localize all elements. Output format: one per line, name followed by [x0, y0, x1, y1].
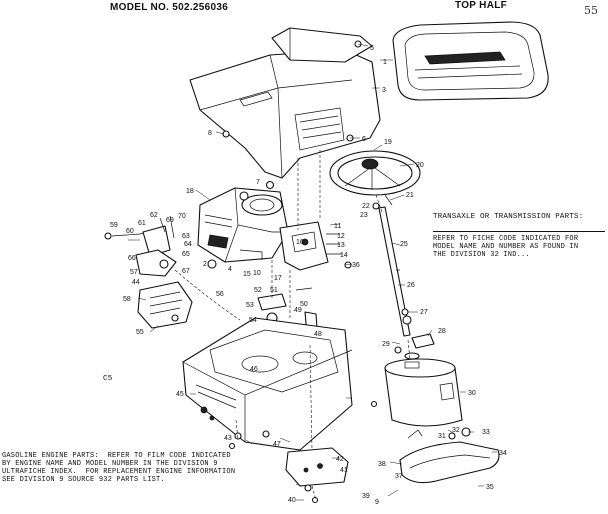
leader-lines	[128, 43, 497, 501]
callout-57: 57	[130, 269, 138, 276]
hardware-bits	[104, 40, 471, 504]
callout-55: 55	[136, 329, 144, 336]
callout-70: 70	[178, 213, 186, 220]
callout-59: 59	[110, 222, 118, 229]
callout-5: 5	[370, 45, 374, 52]
transaxle-note-title: TRANSAXLE OR TRANSMISSION PARTS:	[433, 213, 584, 221]
callout-40: 40	[288, 497, 296, 504]
steering-pedestal-part	[384, 352, 463, 427]
section-title: TOP HALF	[455, 0, 508, 11]
callout-36: 36	[352, 262, 360, 269]
hood-panel-part	[189, 49, 381, 179]
callout-25: 25	[400, 241, 408, 248]
model-number: MODEL NO. 502.256036	[110, 2, 229, 13]
callout-52: 52	[254, 287, 262, 294]
engine-mount-bracket-part	[279, 221, 342, 271]
callout-56: 56	[216, 291, 224, 298]
callout-54: 54	[249, 317, 257, 324]
callout-64: 64	[184, 241, 192, 248]
callout-7: 7	[256, 179, 260, 186]
callout-60: 60	[126, 228, 134, 235]
callout-63: 63	[182, 233, 190, 240]
callout-11: 11	[334, 223, 341, 230]
callout-16: 16	[296, 239, 304, 246]
callout-66: 66	[128, 255, 136, 262]
callout-1: 1	[383, 59, 387, 66]
callout-58: 58	[123, 296, 131, 303]
callout-8: 8	[208, 130, 212, 137]
callout-46: 46	[250, 366, 258, 373]
frame-part	[182, 317, 353, 451]
callout-38: 38	[378, 461, 386, 468]
seat-part	[392, 21, 549, 101]
callout-62: 62	[150, 212, 158, 219]
callout-21: 21	[406, 192, 414, 199]
callout-69: 69	[166, 217, 174, 224]
callout-12: 12	[337, 233, 345, 240]
callout-labels: 1 2 3 4 5 6 7 8 9 10 11 12 13 14 15 16 1…	[110, 45, 507, 506]
callout-41: 41	[340, 467, 348, 474]
front-bumper-part	[399, 429, 500, 484]
callout-37: 37	[395, 473, 403, 480]
callout-2: 2	[203, 261, 207, 268]
callout-32: 32	[452, 427, 460, 434]
callout-19: 19	[384, 139, 392, 146]
engine-note-body: GASOLINE ENGINE PARTS: REFER TO FILM COD…	[2, 452, 236, 484]
callout-10: 10	[253, 270, 261, 277]
callout-9: 9	[375, 499, 379, 506]
throttle-linkage-part	[111, 215, 193, 329]
callout-45: 45	[176, 391, 184, 398]
callout-44: 44	[132, 279, 140, 286]
callout-65: 65	[182, 251, 190, 258]
callout-18: 18	[186, 188, 194, 195]
callout-26: 26	[407, 282, 415, 289]
callout-61: 61	[138, 220, 146, 227]
callout-35: 35	[486, 484, 494, 491]
callout-33: 33	[482, 429, 490, 436]
callout-48: 48	[314, 331, 322, 338]
callout-3: 3	[382, 87, 386, 94]
transaxle-note-rule	[433, 231, 605, 232]
callout-6: 6	[362, 136, 366, 143]
callout-22: 22	[362, 203, 370, 210]
callout-14: 14	[340, 252, 348, 259]
steering-shaft-part	[378, 206, 412, 337]
callout-53: 53	[246, 302, 254, 309]
callout-27: 27	[420, 309, 428, 316]
alignment-lines	[174, 150, 411, 501]
callout-13: 13	[337, 242, 345, 249]
callout-20: 20	[416, 162, 424, 169]
callout-34: 34	[499, 450, 507, 457]
reference-code: C5	[103, 375, 113, 383]
callout-67: 67	[182, 268, 190, 275]
callout-29: 29	[382, 341, 390, 348]
callout-50: 50	[300, 301, 308, 308]
engine-part	[197, 187, 289, 263]
callout-49: 49	[294, 307, 302, 314]
callout-31: 31	[438, 433, 446, 440]
callout-30: 30	[468, 390, 476, 397]
dash-panel-part	[271, 27, 373, 63]
transaxle-note-body: REFER TO FICHE CODE INDICATED FOR MODEL …	[433, 235, 579, 259]
callout-4: 4	[228, 266, 232, 273]
front-axle-plate-part	[285, 447, 349, 487]
callout-17: 17	[274, 275, 282, 282]
callout-28: 28	[438, 328, 446, 335]
callout-15: 15	[243, 271, 251, 278]
callout-23: 23	[360, 212, 368, 219]
callout-51: 51	[270, 287, 278, 294]
callout-39: 39	[362, 493, 370, 500]
callout-43: 43	[224, 435, 232, 442]
page-mark: 55	[584, 4, 598, 17]
callout-47: 47	[273, 441, 281, 448]
callout-42: 42	[336, 456, 344, 463]
steering-wheel-part	[329, 150, 421, 206]
